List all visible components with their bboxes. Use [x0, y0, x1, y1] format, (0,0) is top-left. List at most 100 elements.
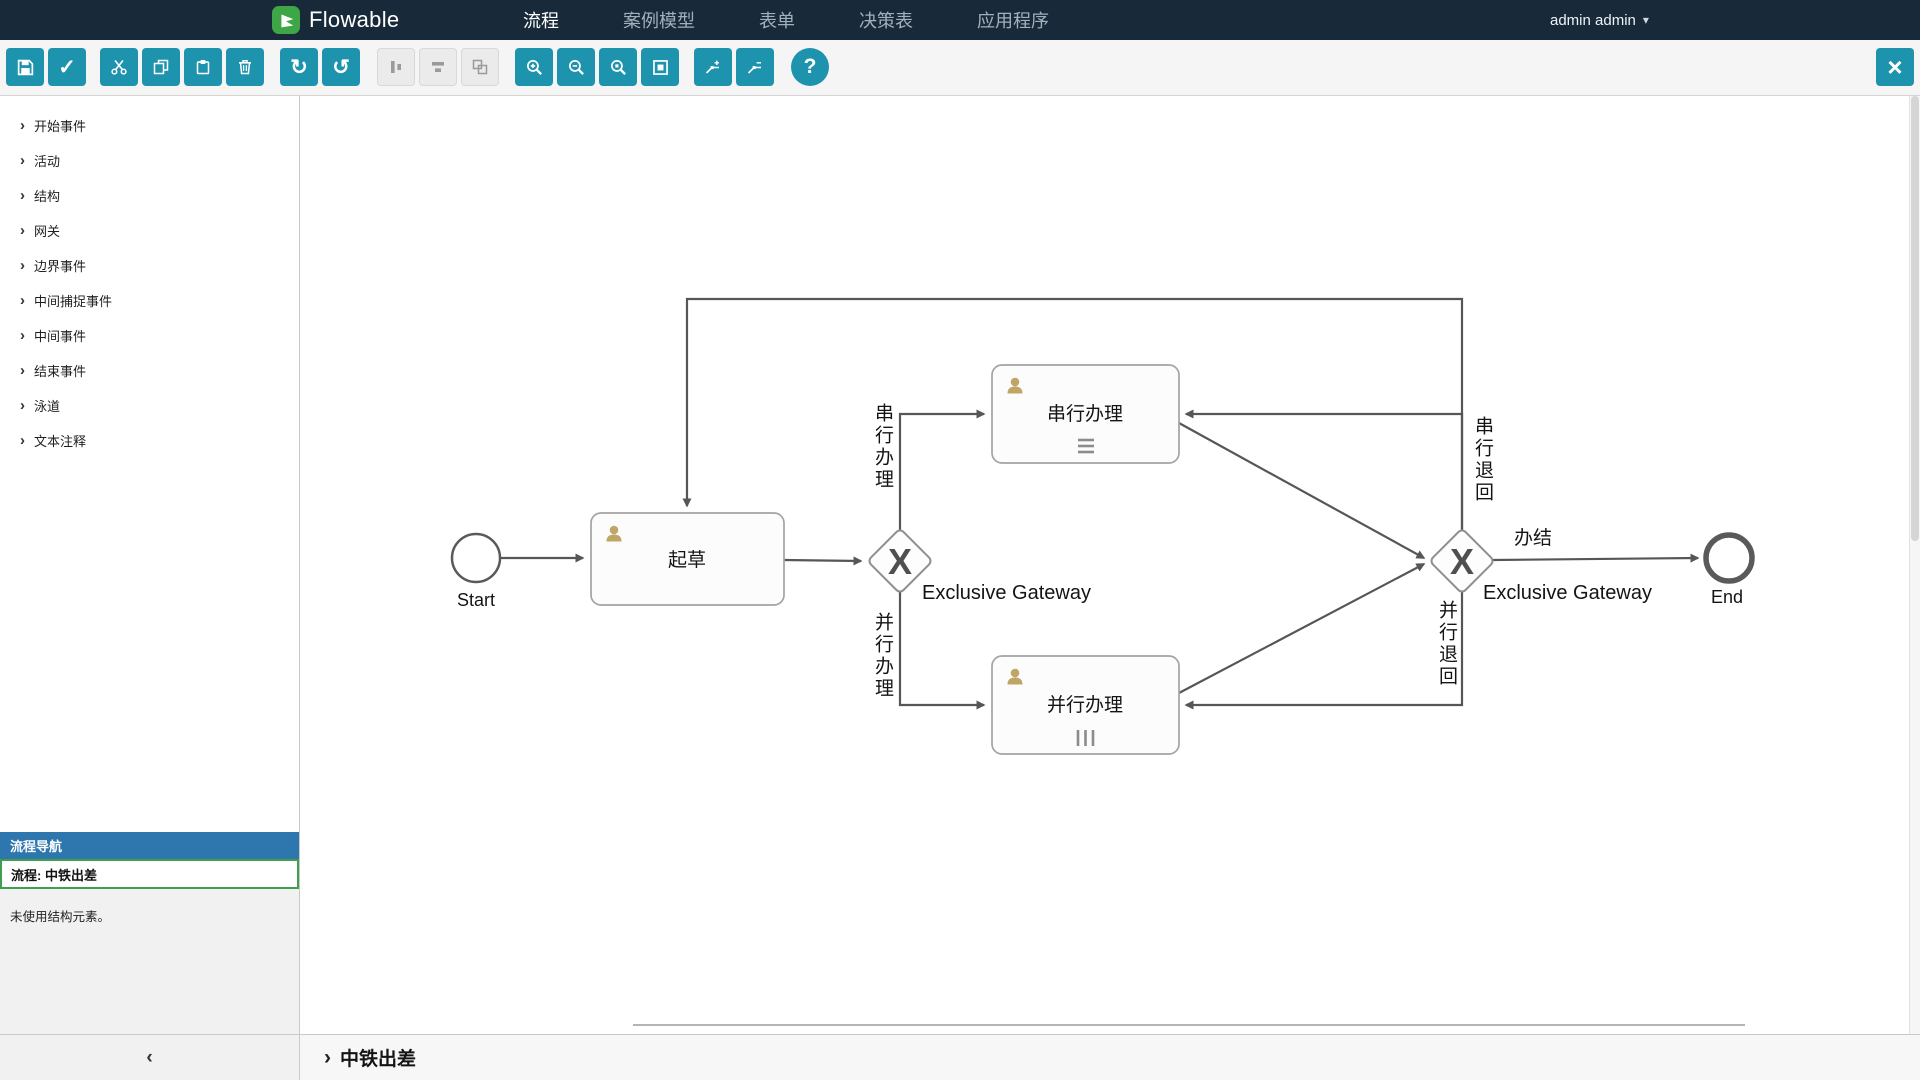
tab-forms[interactable]: 表单 [759, 7, 795, 33]
chevron-down-icon: ▾ [1643, 13, 1649, 27]
copy-icon [152, 58, 170, 76]
diagram-canvas[interactable]: Start 起草 串行办理 [300, 96, 1920, 1034]
chevron-right-icon: › [20, 223, 25, 238]
align-vertical-button[interactable] [377, 48, 415, 86]
flowable-logo: Flowable [272, 0, 399, 40]
user-name: admin admin [1550, 12, 1636, 29]
align-vertical-icon [387, 58, 405, 76]
chevron-left-icon: ‹ [146, 1047, 152, 1069]
vertical-scrollbar-track[interactable] [1909, 96, 1920, 1034]
start-event-circle[interactable] [452, 534, 500, 582]
gateway1-x-icon: X [888, 541, 912, 582]
flow-gateway2-to-end[interactable] [1493, 558, 1698, 560]
edge-label-parallel-return: 并行退回 [1433, 600, 1460, 688]
trash-icon [236, 58, 254, 76]
tab-apps[interactable]: 应用程序 [977, 7, 1049, 33]
end-event-node[interactable]: End [1706, 535, 1752, 607]
task-serial-node[interactable]: 串行办理 [992, 365, 1179, 463]
shape-palette: › 开始事件 › 活动 › 结构 › 网关 › 边界事件 › 中间捕捉事件 › … [0, 96, 299, 458]
align-horizontal-button[interactable] [419, 48, 457, 86]
palette-group-gateways[interactable]: › 网关 [0, 213, 299, 248]
palette-group-label: 中间捕捉事件 [34, 291, 112, 310]
vertical-scrollbar-thumb[interactable] [1911, 96, 1919, 541]
end-event-circle[interactable] [1706, 535, 1752, 581]
editor-toolbar: ✓ ↻ ↺ [0, 40, 1920, 96]
start-event-node[interactable]: Start [452, 534, 500, 610]
check-icon: ✓ [58, 55, 76, 80]
help-icon: ? [804, 55, 817, 79]
palette-group-label: 结束事件 [34, 361, 86, 380]
gateway2-x-icon: X [1450, 541, 1474, 582]
palette-group-label: 结构 [34, 186, 60, 205]
save-button[interactable] [6, 48, 44, 86]
chevron-right-icon: › [20, 188, 25, 203]
chevron-right-icon: › [324, 1046, 331, 1070]
tab-process[interactable]: 流程 [523, 7, 559, 33]
flow-serial-to-gateway2[interactable] [1179, 423, 1424, 558]
chevron-right-icon: › [20, 398, 25, 413]
zoom-fit-button[interactable] [641, 48, 679, 86]
navigator-empty-note: 未使用结构元素。 [0, 906, 299, 925]
flow-gateway1-to-serial[interactable] [900, 414, 984, 532]
navigator-header: 流程导航 [0, 832, 299, 859]
navigator-current-process[interactable]: 流程: 中铁出差 [0, 859, 299, 889]
chevron-right-icon: › [20, 433, 25, 448]
collapse-sidebar-button[interactable]: ‹ [0, 1035, 300, 1080]
remove-bendpoint-icon [746, 58, 764, 76]
palette-group-text-annotation[interactable]: › 文本注释 [0, 423, 299, 458]
redo-button[interactable]: ↻ [280, 48, 318, 86]
paste-button[interactable] [184, 48, 222, 86]
task-serial-label: 串行办理 [1047, 403, 1123, 425]
flow-gateway2-return-parallel[interactable] [1186, 590, 1462, 705]
task-draft-label: 起草 [668, 549, 706, 571]
user-menu[interactable]: admin admin ▾ [1550, 0, 1649, 40]
task-parallel-node[interactable]: 并行办理 [992, 656, 1179, 754]
palette-group-swimlanes[interactable]: › 泳道 [0, 388, 299, 423]
zoom-actual-button[interactable] [599, 48, 637, 86]
palette-group-label: 开始事件 [34, 116, 86, 135]
zoom-out-icon [567, 58, 586, 77]
tab-decision-tables[interactable]: 决策表 [859, 7, 913, 33]
edge-label-to-serial: 串行办理 [869, 403, 896, 491]
undo-button[interactable]: ↺ [322, 48, 360, 86]
process-name[interactable]: 中铁出差 [340, 1044, 416, 1071]
zoom-actual-icon [609, 58, 628, 77]
help-button[interactable]: ? [791, 48, 829, 86]
zoom-in-button[interactable] [515, 48, 553, 86]
flow-gateway1-to-parallel[interactable] [900, 590, 984, 705]
process-breadcrumb: › 中铁出差 [300, 1035, 1920, 1080]
remove-bendpoint-button[interactable] [736, 48, 774, 86]
palette-group-structural[interactable]: › 结构 [0, 178, 299, 213]
bottom-bar: ‹ › 中铁出差 [0, 1034, 1920, 1080]
palette-group-intermediate-events[interactable]: › 中间事件 [0, 318, 299, 353]
palette-group-boundary-events[interactable]: › 边界事件 [0, 248, 299, 283]
task-draft-node[interactable]: 起草 [591, 513, 784, 605]
palette-group-label: 泳道 [34, 396, 60, 415]
copy-button[interactable] [142, 48, 180, 86]
flowable-logo-icon [272, 6, 300, 34]
paste-icon [194, 58, 212, 76]
undo-icon: ↺ [332, 55, 350, 80]
delete-button[interactable] [226, 48, 264, 86]
add-bendpoint-button[interactable] [694, 48, 732, 86]
palette-group-activities[interactable]: › 活动 [0, 143, 299, 178]
same-size-button[interactable] [461, 48, 499, 86]
close-icon: × [1887, 52, 1902, 83]
palette-group-label: 边界事件 [34, 256, 86, 275]
flow-gateway2-return-serial[interactable] [1186, 414, 1462, 532]
top-navbar: Flowable 流程 案例模型 表单 决策表 应用程序 admin admin… [0, 0, 1920, 40]
tab-case-models[interactable]: 案例模型 [623, 7, 695, 33]
validate-button[interactable]: ✓ [48, 48, 86, 86]
chevron-right-icon: › [20, 153, 25, 168]
flow-parallel-to-gateway2[interactable] [1179, 564, 1424, 693]
add-bendpoint-icon [704, 58, 722, 76]
palette-group-end-events[interactable]: › 结束事件 [0, 353, 299, 388]
close-editor-button[interactable]: × [1876, 48, 1914, 86]
bpmn-diagram: Start 起草 串行办理 [300, 96, 1920, 1034]
cut-button[interactable] [100, 48, 138, 86]
scissors-icon [110, 58, 128, 76]
flow-draft-to-gateway1[interactable] [784, 560, 861, 561]
palette-group-intermediate-catch-events[interactable]: › 中间捕捉事件 [0, 283, 299, 318]
palette-group-start-events[interactable]: › 开始事件 [0, 108, 299, 143]
zoom-out-button[interactable] [557, 48, 595, 86]
